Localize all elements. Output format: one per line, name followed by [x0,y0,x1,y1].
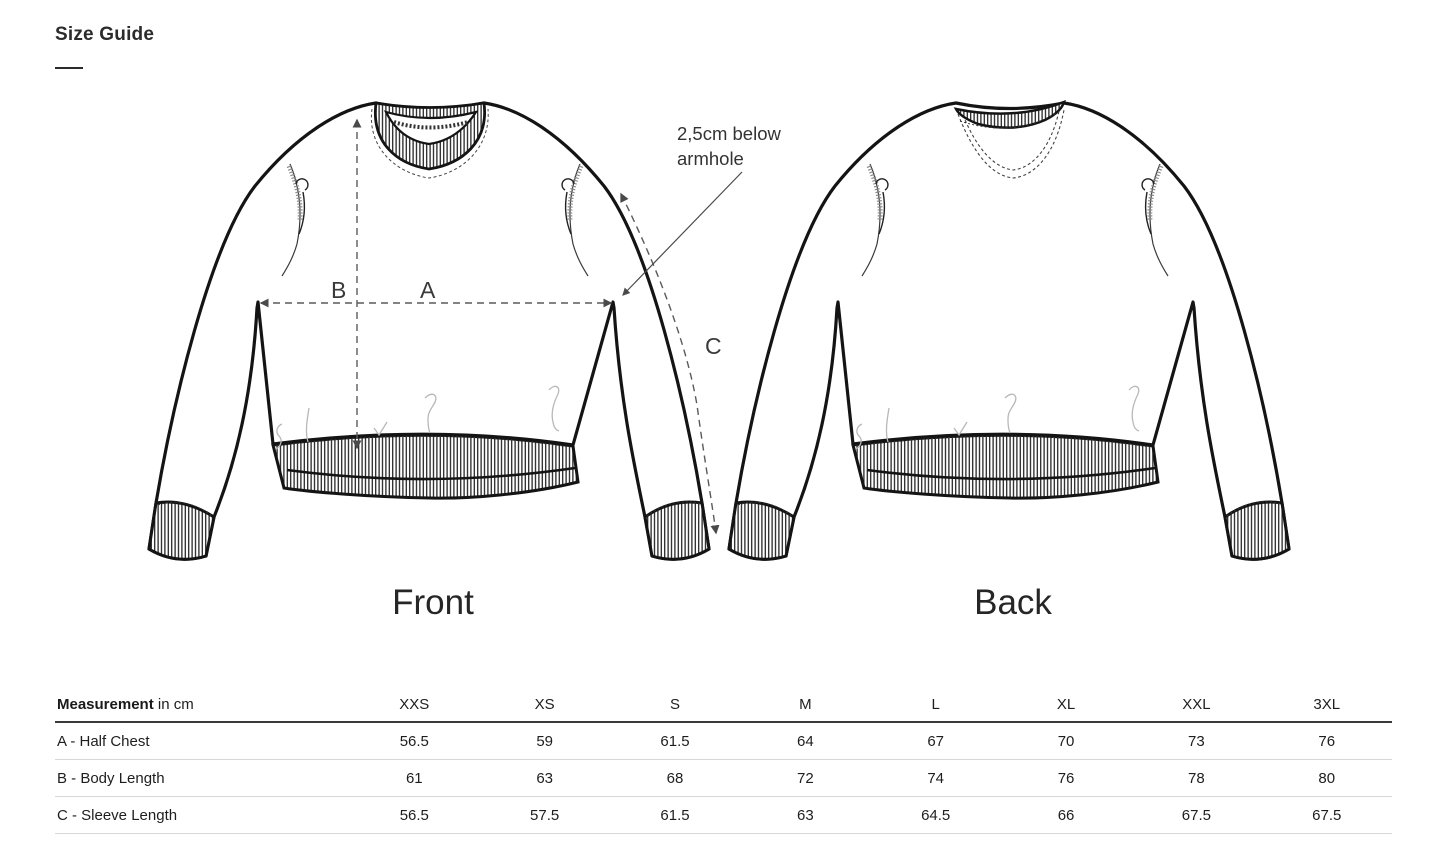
front-collar [370,101,489,179]
size-value: 73 [1131,722,1262,760]
page-title: Size Guide [55,24,155,45]
table-row-sleeve-length: C - Sleeve Length 56.5 57.5 61.5 63 64.5… [55,796,1392,834]
table-header-row: Measurement in cm XXS XS S M L XL XXL 3X… [55,688,1392,723]
front-view-label: Front [392,583,474,622]
size-header-3xl: 3XL [1261,688,1392,723]
back-view-drawing: Back [729,99,1289,622]
size-value: 63 [740,796,871,834]
measurement-label: B - Body Length [55,759,350,797]
size-value: 67.5 [1261,796,1392,834]
size-value: 57.5 [479,796,610,834]
size-header-xl: XL [1000,688,1132,723]
measure-label-c: C [705,333,722,359]
size-header-xxs: XXS [349,688,480,723]
size-value: 63 [479,759,610,797]
size-value: 76 [1000,759,1132,797]
size-value: 67 [870,722,1001,760]
size-value: 64 [740,722,871,760]
size-header-s: S [609,688,741,723]
measure-label-b: B [331,277,346,303]
size-value: 67.5 [1131,796,1262,834]
title-underline [55,67,83,69]
back-view-label: Back [974,583,1052,622]
size-value: 66 [1000,796,1132,834]
size-value: 80 [1261,759,1392,797]
measure-line-c [620,192,720,535]
table-row-half-chest: A - Half Chest 56.5 59 61.5 64 67 70 73 … [55,722,1392,760]
size-value: 59 [479,722,610,760]
size-header-xxl: XXL [1131,688,1262,723]
size-value: 76 [1261,722,1392,760]
size-value: 56.5 [349,722,480,760]
size-value: 68 [609,759,741,797]
annotation-text-line1: 2,5cm below [677,123,781,144]
title-block: Size Guide [55,24,154,69]
measurement-label: A - Half Chest [55,722,350,760]
size-header-l: L [870,688,1001,723]
size-value: 61.5 [609,722,741,760]
size-value: 61.5 [609,796,741,834]
annotation-text-line2: armhole [677,148,744,169]
measurement-label: C - Sleeve Length [55,796,350,834]
measure-label-a: A [420,277,436,303]
back-collar [953,99,1066,179]
size-value: 72 [740,759,871,797]
size-value: 64.5 [870,796,1001,834]
size-value: 56.5 [349,796,480,834]
sweatshirt-size-diagram: B A C 2,5cm below armhole Front Back [0,99,1445,622]
size-table: Measurement in cm XXS XS S M L XL XXL 3X… [55,688,1392,834]
size-value: 70 [1000,722,1132,760]
size-header-m: M [740,688,871,723]
measurement-header-unit: in cm [153,696,194,713]
size-header-xs: XS [479,688,610,723]
measurement-header-bold: Measurement [57,696,154,713]
front-view-drawing: B A C 2,5cm below armhole Front [149,103,781,622]
table-row-body-length: B - Body Length 61 63 68 72 74 76 78 80 [55,759,1392,797]
annotation-leader-line [622,171,743,296]
size-value: 74 [870,759,1001,797]
measurement-lines [259,118,743,535]
measurement-header-cell: Measurement in cm [55,688,350,723]
size-value: 78 [1131,759,1262,797]
size-value: 61 [349,759,480,797]
